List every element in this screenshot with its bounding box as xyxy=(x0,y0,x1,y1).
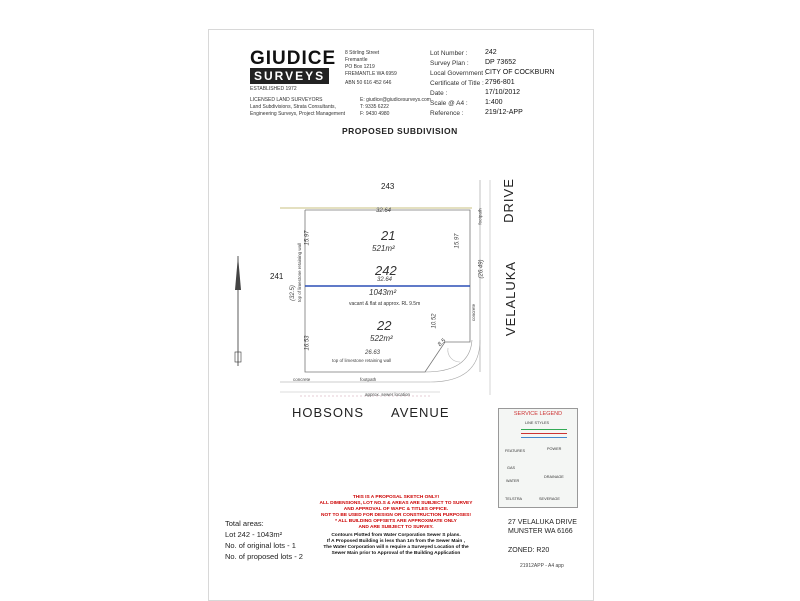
firm-address-2: Fremantle xyxy=(345,57,368,63)
info-label-date: Date : xyxy=(430,90,448,97)
firm-desc-2: Land Subdivisions, Strata Consultants, xyxy=(250,104,336,110)
lot-22-area: 522m² xyxy=(370,334,393,343)
legend-power: POWER xyxy=(547,447,562,451)
adjacent-lot-west: 241 xyxy=(270,272,284,281)
warning-line-2: ALL DIMENSIONS, LOT NO.S & AREAS ARE SUB… xyxy=(319,501,473,506)
contour-note: Contours Plotted from Water Corporation … xyxy=(296,533,496,557)
note-concrete-east: concrete xyxy=(471,303,477,322)
warning-line-1: THIS IS A PROPOSAL SKETCH ONLY! xyxy=(352,495,440,500)
warning-line-6: AND ARE SUBJECT TO SURVEY. xyxy=(358,525,434,530)
dim-lot22-west: 16.53 xyxy=(304,335,311,351)
lot-21-area: 521m² xyxy=(372,244,395,253)
note-footpath-east: footpath xyxy=(477,208,483,225)
note-vacant: vacant & flat at approx. RL 9.5m xyxy=(349,301,421,307)
info-value-ref: 219/12-APP xyxy=(485,109,523,116)
warning-line-4: NOT TO BE USED FOR DESIGN OR CONSTRUCTIO… xyxy=(321,513,471,518)
note-footpath-bottom: footpath xyxy=(360,377,377,382)
warning-line-5: * ALL BUILDING OFFSETS ARE APPROXIMATE O… xyxy=(335,519,457,524)
info-label-lot: Lot Number : xyxy=(430,50,468,57)
street-hobsons: HOBSONS xyxy=(292,405,365,420)
dim-west-total: (32.5) xyxy=(289,285,296,301)
legend-telstra: TELSTRA xyxy=(505,497,523,501)
lot-21-number: 21 xyxy=(381,228,396,243)
lot-boundary xyxy=(304,209,471,373)
legend-title: SERVICE LEGEND xyxy=(513,411,563,417)
info-value-scale: 1:400 xyxy=(485,99,503,106)
info-value-title: 2796-801 xyxy=(485,79,515,86)
legend-gas: GAS xyxy=(507,466,516,470)
contour-line-4: Sewer Main prior to Approval of the Buil… xyxy=(331,551,461,556)
page-title: PROPOSED SUBDIVISION xyxy=(342,126,458,136)
firm-address-3: PO Box 1219 xyxy=(345,64,375,70)
dim-lot242-width: 32.64 xyxy=(377,277,393,283)
firm-address-4: FREMANTLE WA 6959 xyxy=(345,71,397,77)
firm-desc-3: Engineering Surveys, Project Management xyxy=(250,111,346,117)
dim-lot22-east: 10.52 xyxy=(431,313,438,329)
firm-desc-1: LICENSED LAND SURVEYORS xyxy=(250,97,323,103)
legend-drainage: DRAINAGE xyxy=(544,475,564,479)
dim-lot21-west: 15.97 xyxy=(304,230,311,246)
address-line-1: 27 VELALUKA DRIVE xyxy=(508,519,577,526)
firm-address-1: 8 Stirling Street xyxy=(345,50,380,56)
dim-bottom-width: 26.63 xyxy=(365,350,381,356)
info-label-scale: Scale @ A4 : xyxy=(430,100,468,107)
totals-proposed: No. of proposed lots - 2 xyxy=(225,552,303,561)
info-label-ref: Reference : xyxy=(430,110,464,117)
street-velaluka: VELALUKA xyxy=(503,260,519,337)
lot-242-number: 242 xyxy=(375,263,397,278)
adjacent-lot-north: 243 xyxy=(381,182,395,191)
firm-fax: F: 9430 4980 xyxy=(360,111,390,117)
totals-original: No. of original lots - 1 xyxy=(225,541,296,550)
note-retaining-wall-west: top of limestone retaining wall xyxy=(297,242,303,303)
dim-east-total: (26.49) xyxy=(478,259,485,279)
firm-tel: T: 9335 6222 xyxy=(360,104,389,110)
info-value-date: 17/10/2012 xyxy=(485,89,521,96)
contour-line-3: The Water Corporation will n require a S… xyxy=(323,545,469,550)
totals-lot: Lot 242 - 1043m² xyxy=(225,530,283,539)
legend-line-styles: LINE STYLES xyxy=(525,421,550,425)
info-label-title: Certificate of Title : xyxy=(430,80,484,87)
firm-logo-name: GIUDICE xyxy=(250,48,337,69)
proposal-warning: THIS IS A PROPOSAL SKETCH ONLY! ALL DIME… xyxy=(296,495,496,531)
info-value-lot: 242 xyxy=(485,49,497,56)
legend-features: FEATURES xyxy=(505,449,525,453)
contour-line-2: If A Proposed Building is less than 1m f… xyxy=(327,539,465,544)
legend-sewerage: SEVERAGE xyxy=(539,497,560,501)
info-value-lga: CITY OF COCKBURN xyxy=(485,69,555,76)
contour-line-1: Contours Plotted from Water Corporation … xyxy=(331,533,461,538)
note-retaining-wall-bottom: top of limestone retaining wall xyxy=(332,358,392,363)
firm-abn: ABN 50 616 452 646 xyxy=(345,80,392,86)
info-label-lga: Local Government : xyxy=(430,70,487,77)
info-value-plan: DP 73652 xyxy=(485,59,517,66)
firm-email: E: giudice@giudicesurveys.com xyxy=(360,97,431,103)
street-avenue: AVENUE xyxy=(391,405,450,420)
zoning: ZONED: R20 xyxy=(508,547,550,554)
legend-water: WATER xyxy=(506,479,520,483)
service-legend: SERVICE LEGEND LINE STYLES FEATURES POWE… xyxy=(498,408,578,508)
note-concrete-bottom: concrete xyxy=(293,377,311,382)
warning-line-3: AND APPROVAL OF WAPC & TITLES OFFICE. xyxy=(343,507,449,512)
lot-242-area: 1043m² xyxy=(369,288,397,297)
dim-lot21-east: 15.97 xyxy=(454,233,461,249)
note-sewer: approx. sewer location xyxy=(365,392,411,397)
firm-established: ESTABLISHED 1972 xyxy=(250,86,297,92)
totals-heading: Total areas: xyxy=(225,519,264,528)
footer-reference: 21912APP - A4 app xyxy=(520,563,564,569)
north-arrow-icon xyxy=(234,256,242,366)
firm-logo-surveys: SURVEYS xyxy=(250,68,330,84)
info-label-plan: Survey Plan : xyxy=(430,60,469,67)
dim-top-width: 32.64 xyxy=(376,208,392,214)
street-drive: DRIVE xyxy=(500,178,516,223)
address-line-2: MUNSTER WA 6166 xyxy=(508,528,573,535)
lot-22-number: 22 xyxy=(377,318,392,333)
